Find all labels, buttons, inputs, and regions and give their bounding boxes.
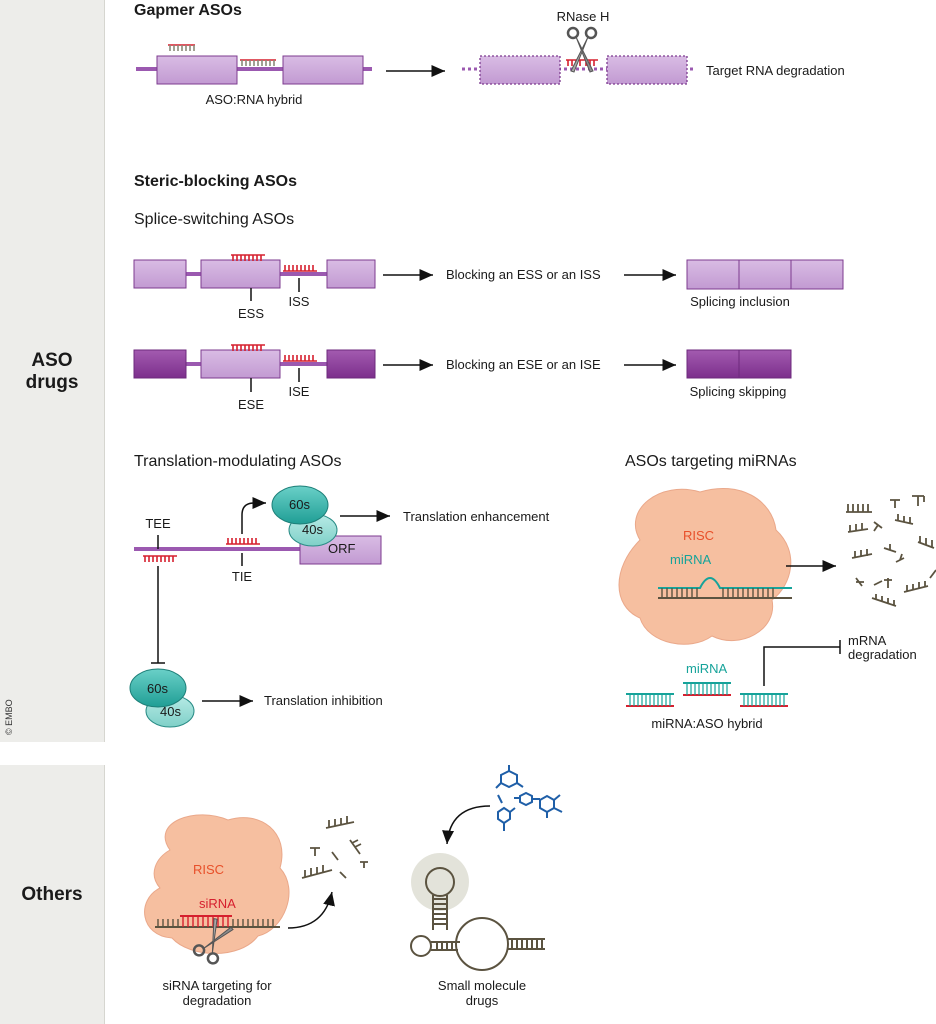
sirna-label: siRNA [199,896,236,911]
sirna-caption-line2: degradation [182,993,252,1008]
ribosome-bottom-60s: 60s [147,681,168,696]
sirna-caption-line1: siRNA targeting for [162,978,272,993]
splicing-skipping-label: Splicing skipping [689,384,787,399]
small-molecule-caption-line2: drugs [465,993,499,1008]
splice-inclusion-mrna [686,259,844,290]
sidebar-others-label: Others [21,884,83,905]
scissors-icon [192,917,234,965]
translation-inhibition-label: Translation inhibition [264,693,383,708]
gapmer-title: Gapmer ASOs [134,2,242,19]
ribosome-bottom [129,668,195,728]
splice-ese-pre-mrna [133,344,376,392]
ribosome-top-40s: 40s [302,522,323,537]
ribosome-bottom-40s: 40s [160,704,181,719]
mirna-aso-hybrid-label: miRNA:ASO hybrid [651,716,763,731]
sidebar-others-panel [0,765,105,1024]
small-molecule-caption-line1: Small molecule [437,978,527,993]
risc-label-mirna: RISC [683,528,715,543]
orf-label: ORF [328,541,356,556]
mrna-fragments [846,495,936,607]
risc-blob-mirna [618,487,792,645]
splicing-inclusion-label: Splicing inclusion [690,294,790,309]
iss-label: ISS [288,294,310,309]
steric-title: Steric-blocking ASOs [134,173,297,190]
sidebar-aso-label-line1: ASO [31,350,73,371]
gapmer-hybrid [136,44,372,85]
translation-enhancement-label: Translation enhancement [403,509,550,524]
translation-title: Translation-modulating ASOs [134,453,342,470]
sirna-duplex [155,915,280,928]
gapmer-result-label: Target RNA degradation [706,63,845,78]
scissors-icon [566,26,598,73]
sidebar-aso-label-line2: drugs [25,372,79,393]
mrna-degradation-line2: degradation [848,647,917,662]
rnase-h-label: RNase H [556,9,610,24]
mirna-label-hybrid: miRNA [686,661,728,676]
risc-blob-sirna [144,814,290,954]
ise-label: ISE [288,384,310,399]
tie-label: TIE [231,569,253,584]
mrna-degradation-line1: mRNA [848,633,887,648]
ese-label: ESE [237,397,265,412]
gapmer-degradation [462,55,696,85]
ess-label: ESS [237,306,265,321]
sidebar-aso-panel [0,0,105,742]
gapmer-aso-strand [168,44,276,66]
splice-skipping-mrna [686,349,792,379]
gapmer-hybrid-label: ASO:RNA hybrid [205,92,303,107]
tee-label: TEE [145,516,171,531]
small-molecule-icon [495,765,563,831]
ribosome-top [271,485,338,547]
mirna-duplex [658,577,792,599]
risc-label-sirna: RISC [193,862,225,877]
mirna-aso-hybrid [626,682,788,707]
ribosome-top-60s: 60s [289,497,310,512]
splice-ess-pre-mrna [133,254,376,301]
sirna-fragments [301,816,368,879]
mirna-label-risc: miRNA [670,552,712,567]
rna-hairpin-structure [410,867,545,971]
blocking-ess-label: Blocking an ESS or an ISS [446,267,601,282]
blocking-ese-label: Blocking an ESE or an ISE [446,357,601,372]
splice-switching-title: Splice-switching ASOs [134,211,295,228]
small-molecule-halo [411,853,469,911]
mirna-title: ASOs targeting miRNAs [625,453,797,470]
